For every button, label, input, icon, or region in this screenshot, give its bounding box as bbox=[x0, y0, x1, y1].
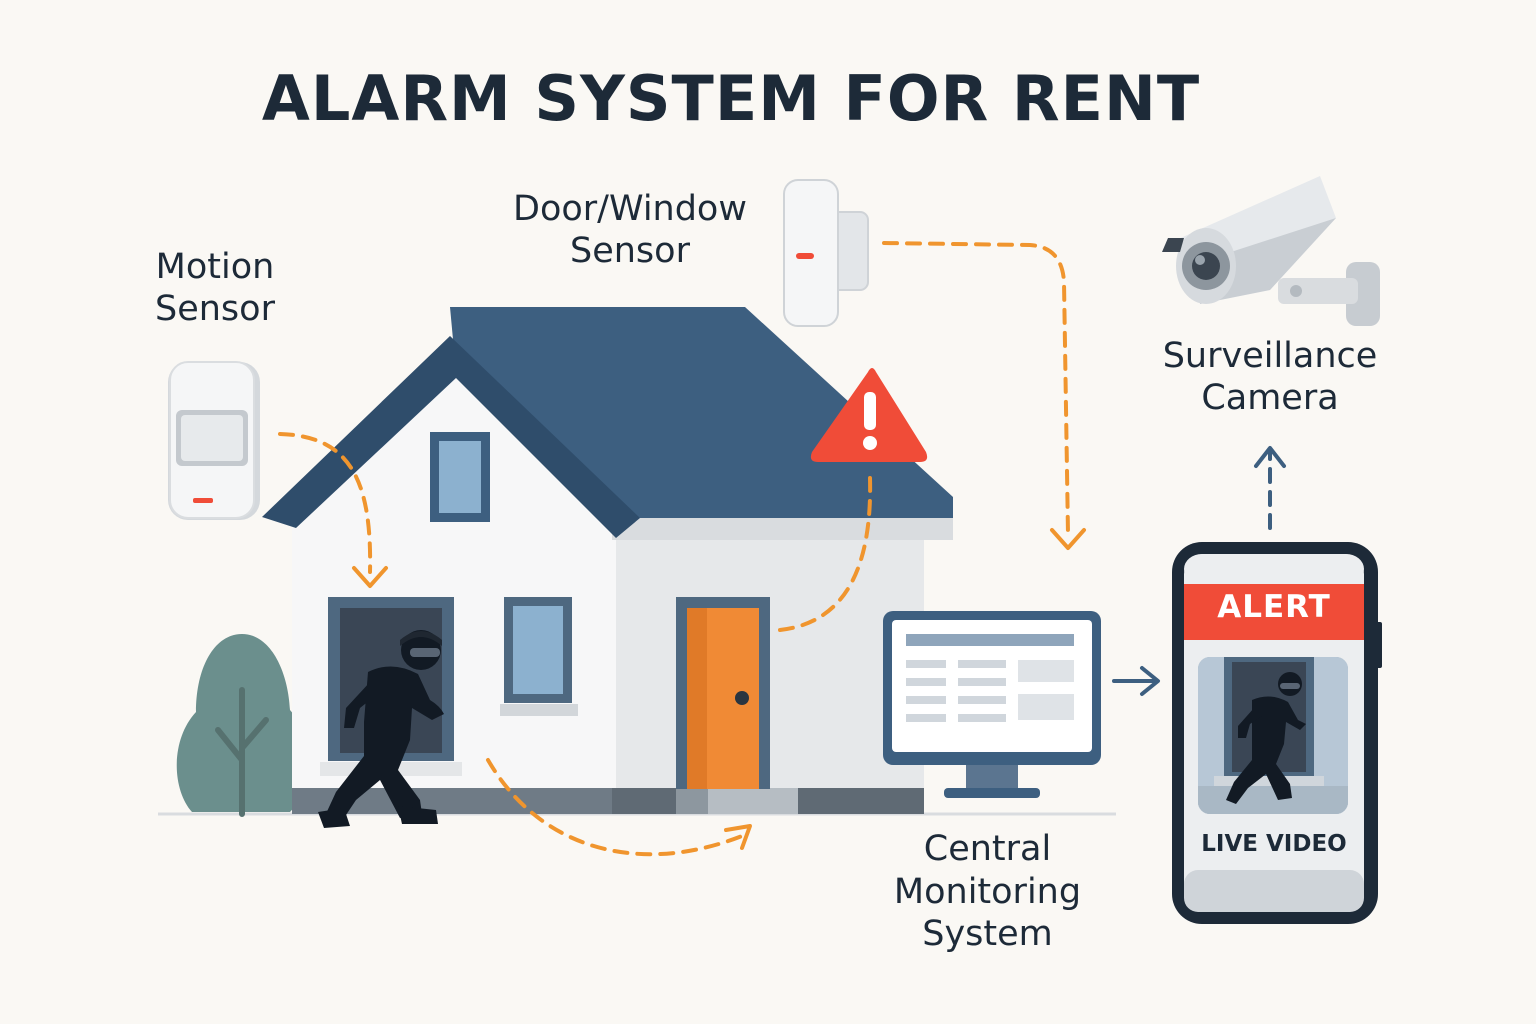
page-title: ALARM SYSTEM FOR RENT bbox=[261, 62, 1201, 135]
phone-alert-banner: ALERT bbox=[1217, 589, 1331, 625]
central-monitoring-label-line2: Monitoring bbox=[893, 871, 1082, 912]
central-monitoring-label: Central Monitoring System bbox=[860, 828, 1115, 956]
monitor-icon bbox=[883, 611, 1101, 798]
motion-to-window-arrow bbox=[278, 432, 373, 574]
monitor-to-phone-arrow bbox=[1112, 666, 1160, 696]
window-to-door-arrow bbox=[486, 758, 744, 857]
flow-arrow-heads bbox=[352, 528, 1086, 850]
surveillance-camera-icon bbox=[1162, 176, 1380, 326]
surveillance-camera-label-line2: Camera bbox=[1201, 378, 1339, 418]
central-monitoring-label-line3: System bbox=[922, 914, 1053, 955]
surveillance-camera-label: Surveillance Camera bbox=[1140, 335, 1400, 419]
motion-sensor-icon bbox=[168, 361, 260, 520]
phone-live-video-label: LIVE VIDEO bbox=[1201, 831, 1347, 857]
door-window-sensor-label: Door/Window Sensor bbox=[480, 188, 780, 272]
surveillance-camera-label-line1: Surveillance bbox=[1162, 336, 1378, 376]
door-window-sensor-icon bbox=[783, 179, 869, 327]
door-to-warning-arrow bbox=[778, 476, 873, 632]
motion-sensor-label-line2: Sensor bbox=[155, 289, 275, 329]
door-sensor-to-monitor-arrow bbox=[882, 241, 1070, 536]
central-monitoring-label-line1: Central bbox=[923, 829, 1052, 869]
door-window-sensor-label-line2: Sensor bbox=[570, 231, 690, 271]
door-window-sensor-label-line1: Door/Window bbox=[513, 189, 747, 229]
flow-arrows bbox=[278, 241, 1070, 857]
phone-to-camera-arrow bbox=[1254, 446, 1286, 530]
motion-sensor-label: Motion Sensor bbox=[110, 246, 320, 330]
burglar-icon bbox=[318, 630, 444, 828]
motion-sensor-label-line1: Motion bbox=[155, 247, 275, 287]
tree-icon bbox=[176, 634, 307, 817]
smartphone-icon bbox=[1172, 542, 1382, 924]
warning-icon bbox=[810, 368, 928, 462]
